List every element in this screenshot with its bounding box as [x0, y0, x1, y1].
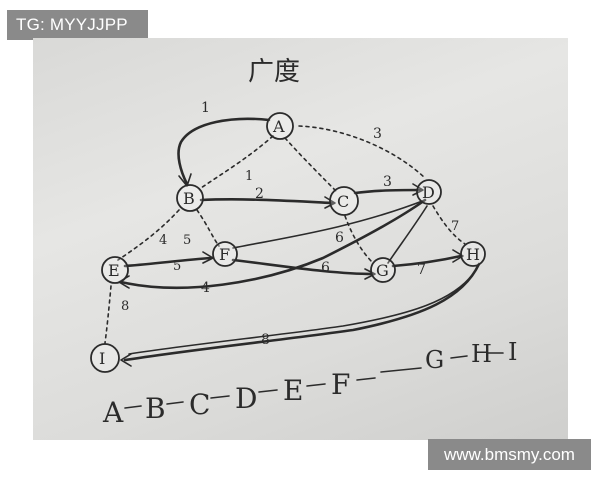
traversal-node-f: F: [331, 368, 350, 401]
edge-g-h: [391, 254, 463, 268]
edge-b-c: [199, 198, 335, 205]
svg-text:C: C: [337, 192, 349, 211]
node-f: F: [212, 241, 238, 267]
edge-e-f: [123, 256, 213, 268]
edge-e-d: [119, 198, 427, 290]
edge-label: 1: [201, 100, 210, 116]
node-e: E: [101, 256, 129, 284]
svg-text:I: I: [99, 349, 105, 368]
handwritten-graph-photo: 广度: [33, 38, 568, 440]
edge-e-i: [104, 285, 112, 344]
edge-label: 5: [183, 233, 191, 248]
traversal-dash: [124, 405, 142, 409]
edge-b-e: [117, 209, 180, 261]
svg-text:H: H: [466, 245, 480, 264]
traversal-dash: [306, 383, 326, 387]
traversal-dash: [380, 367, 422, 373]
edge-label: 3: [373, 126, 382, 142]
node-g: G: [370, 257, 396, 283]
traversal-node-e: E: [283, 374, 303, 407]
edge-b-f: [196, 209, 220, 247]
edge-label: 4: [159, 233, 167, 248]
traversal-node-c: C: [189, 388, 210, 421]
edge-h-i: [123, 262, 481, 362]
arrowhead: [452, 249, 464, 263]
edge-label: 2: [255, 186, 264, 202]
node-h: H: [460, 241, 486, 267]
arrowhead: [324, 196, 336, 209]
edge-label: 7: [417, 262, 426, 278]
svg-text:E: E: [108, 261, 120, 280]
traversal-node-h: H: [471, 340, 492, 368]
edge-c-g: [344, 215, 374, 264]
graph-sketch: 广度: [90, 57, 517, 429]
svg-text:F: F: [219, 245, 230, 264]
edge-f-g: [231, 258, 375, 276]
traversal-dash: [210, 395, 230, 399]
edge-d-h: [432, 205, 466, 245]
edge-label: 6: [321, 260, 330, 276]
traversal-node-i: I: [508, 338, 517, 366]
edge-label: 8: [121, 299, 129, 314]
edge-d-g: [387, 205, 428, 264]
svg-text:B: B: [183, 189, 195, 208]
edge-a-d: [298, 125, 426, 179]
edge-a-c: [284, 137, 339, 194]
edge-label: 3: [383, 174, 392, 190]
traversal-dash: [356, 377, 376, 381]
traversal-node-b: B: [145, 392, 166, 425]
edge-h-i-shade: [128, 273, 474, 355]
edge-label: 4: [201, 280, 210, 296]
traversal-dash: [450, 355, 468, 359]
traversal-dash: [166, 401, 184, 405]
traversal-node-d: D: [235, 382, 257, 415]
node-b: B: [176, 184, 204, 212]
svg-text:A: A: [272, 117, 285, 136]
edge-label: 6: [335, 230, 344, 246]
traversal-dash: [258, 389, 278, 393]
node-d: D: [416, 179, 442, 205]
arrowhead: [364, 268, 376, 280]
edge-label: 7: [451, 219, 459, 234]
edge-a-b: [177, 117, 271, 186]
edge-label: 1: [245, 169, 253, 184]
edge-c-d: [353, 188, 423, 195]
svg-text:G: G: [376, 261, 389, 280]
edge-f-d: [232, 199, 426, 249]
svg-text:D: D: [422, 183, 435, 202]
arrowhead: [120, 353, 132, 367]
node-i: I: [90, 343, 120, 373]
watermark-top: TG: MYYJJPP: [7, 10, 148, 40]
edge-label: 5: [173, 259, 181, 274]
sketch-title: 广度: [248, 57, 300, 87]
traversal-node-g: G: [425, 346, 444, 374]
watermark-bottom: www.bmsmy.com: [428, 439, 591, 470]
traversal-node-a: A: [102, 396, 124, 429]
node-c: C: [329, 186, 359, 216]
edge-label: 8: [261, 332, 270, 348]
edge-a-b-dashed: [200, 135, 274, 189]
node-a: A: [266, 112, 294, 140]
